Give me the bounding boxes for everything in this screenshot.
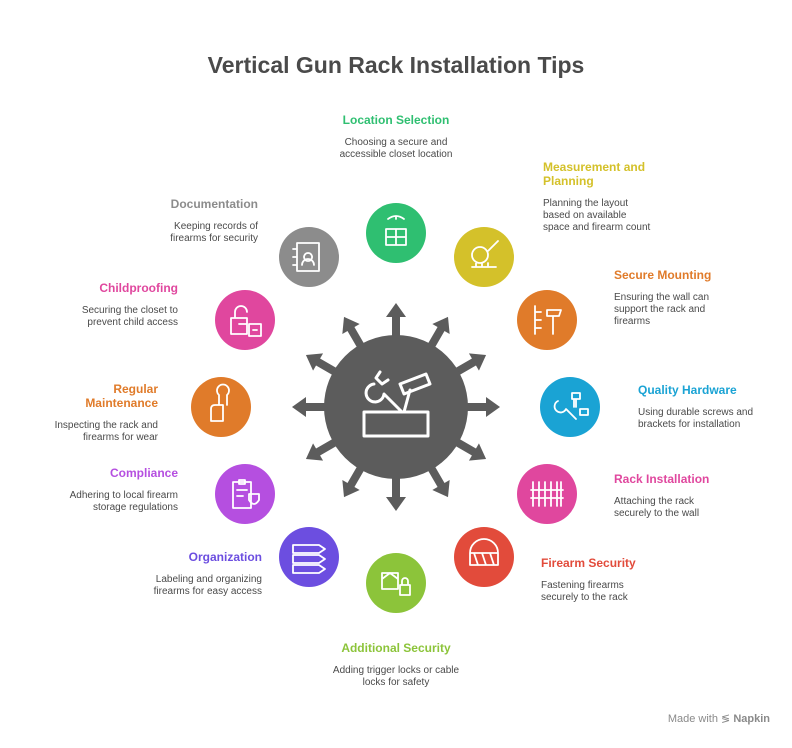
node-documentation	[279, 227, 339, 287]
node-maintenance	[191, 377, 251, 437]
item-description: Securing the closet to prevent child acc…	[81, 305, 178, 328]
item-description: Planning the layout based on available s…	[543, 198, 651, 233]
item-title: Compliance	[109, 466, 178, 480]
arrow-head	[432, 479, 450, 498]
arrow-head	[468, 353, 487, 371]
arrow-head	[386, 303, 406, 317]
arrow-head	[468, 443, 487, 461]
clipboard-shield-icon	[232, 479, 260, 509]
item-description: Labeling and organizing firearms for eas…	[153, 574, 262, 597]
arrow-head	[305, 443, 324, 461]
rack-icon	[530, 481, 564, 507]
item-description: Inspecting the rack and firearms for wea…	[54, 420, 158, 443]
node-rack	[517, 464, 577, 524]
arrow-head	[432, 316, 450, 335]
item-description: Adhering to local firearm storage regula…	[69, 490, 178, 513]
labels-icon	[292, 544, 326, 574]
napkin-logo-icon: ≶	[721, 713, 731, 725]
tape-measure-icon	[471, 240, 499, 268]
page-title: Vertical Gun Rack Installation Tips	[207, 52, 585, 78]
node-circle	[517, 464, 577, 524]
node-circle	[215, 290, 275, 350]
node-mounting	[517, 290, 577, 350]
node-circle	[454, 227, 514, 287]
arrow-head	[292, 397, 306, 417]
item-title: Location Selection	[342, 113, 450, 127]
arrow-head	[342, 479, 360, 498]
item-description: Fastening firearms securely to the rack	[541, 580, 628, 603]
toolbox-icon	[362, 370, 432, 438]
brand-name: Napkin	[733, 713, 770, 725]
node-additional	[366, 553, 426, 613]
item-title: Additional Security	[341, 641, 451, 655]
item-title: Organization	[188, 550, 262, 564]
node-childproofing	[215, 290, 275, 350]
gun-rack-icon	[469, 538, 499, 566]
address-book-icon	[292, 242, 320, 272]
node-circle	[215, 464, 275, 524]
central-hub	[324, 335, 468, 479]
item-description: Keeping records of firearms for security	[170, 221, 258, 244]
arrow-head	[486, 397, 500, 417]
node-location	[366, 203, 426, 263]
item-title: Childproofing	[99, 281, 178, 295]
node-circle	[366, 553, 426, 613]
item-title: Quality Hardware	[638, 383, 737, 397]
item-title: Secure Mounting	[614, 268, 712, 282]
arrow-head	[305, 353, 324, 371]
unlock-child-icon	[230, 305, 262, 337]
box-lock-icon	[381, 572, 411, 596]
hammer-wall-icon	[534, 305, 562, 335]
item-description: Adding trigger locks or cable locks for …	[332, 665, 460, 688]
made-with-footer: Made with ≶ Napkin	[668, 712, 770, 725]
arrow-head	[386, 497, 406, 511]
node-hardware	[540, 377, 600, 437]
arrow-head	[342, 316, 360, 335]
closet-hanger-icon	[385, 215, 407, 246]
made-with-text: Made with	[667, 713, 718, 725]
node-organization	[279, 527, 339, 587]
item-title: Firearm Security	[541, 556, 636, 570]
item-description: Choosing a secure and accessible closet …	[339, 137, 453, 160]
item-title: Measurement and Planning	[543, 160, 646, 188]
node-circle	[540, 377, 600, 437]
item-description: Ensuring the wall can support the rack a…	[614, 292, 710, 327]
node-measurement	[454, 227, 514, 287]
wrench-screws-icon	[553, 392, 589, 420]
item-description: Attaching the rack securely to the wall	[614, 496, 700, 519]
node-compliance	[215, 464, 275, 524]
node-circle	[517, 290, 577, 350]
node-circle	[191, 377, 251, 437]
item-title: Documentation	[170, 197, 258, 211]
node-firearm_security	[454, 527, 514, 587]
node-circle	[279, 227, 339, 287]
item-title: Rack Installation	[614, 472, 710, 486]
item-title: Regular Maintenance	[85, 382, 158, 410]
hand-wrench-icon	[210, 383, 230, 422]
item-description: Using durable screws and brackets for in…	[638, 407, 754, 430]
node-circle	[279, 527, 339, 587]
